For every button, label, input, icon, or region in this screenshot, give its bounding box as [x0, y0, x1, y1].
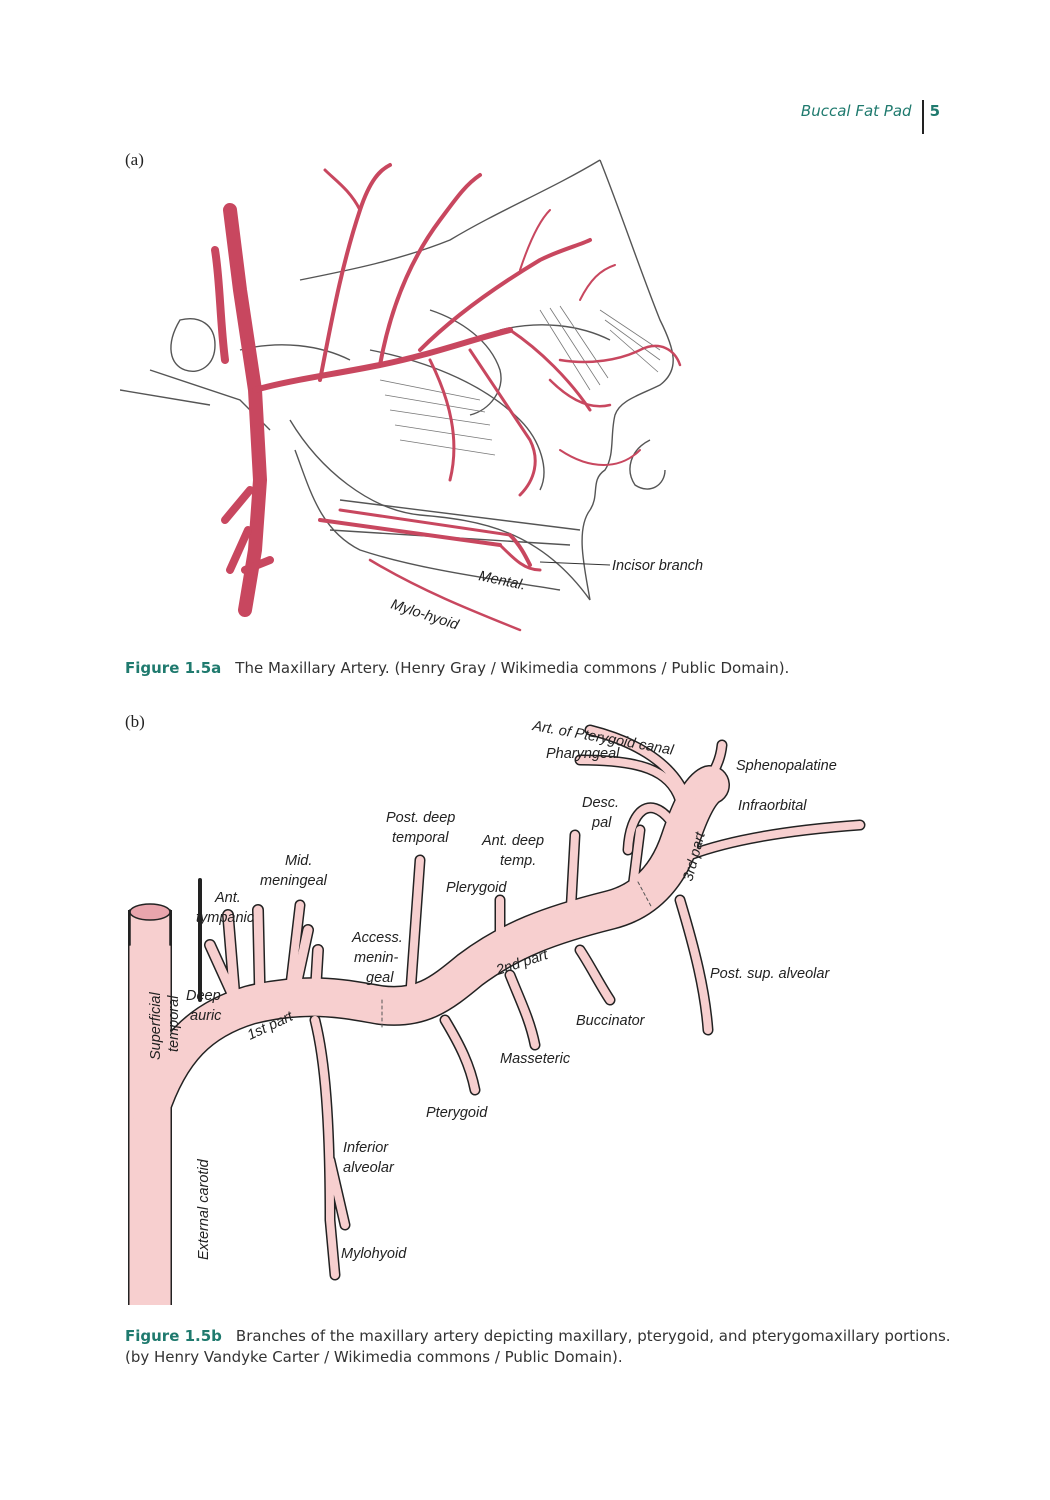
label-buccinator: Buccinator — [576, 1013, 646, 1029]
caption-a-text: The Maxillary Artery. (Henry Gray / Wiki… — [235, 659, 790, 677]
label-plerygoid: Plerygoid — [446, 880, 507, 896]
figure-a-illustration: Incisor branch Mental. Mylo-hyoid — [120, 159, 703, 634]
label-ant-deep-1: Ant. deep — [481, 833, 544, 849]
running-title: Buccal Fat Pad — [800, 102, 912, 120]
caption-b-label: Figure 1.5b — [125, 1327, 222, 1345]
label-mid-meningeal-1: Mid. — [285, 853, 312, 869]
label-superficial: Superficial — [148, 992, 164, 1060]
label-post-sup-alveolar: Post. sup. alveolar — [710, 966, 830, 982]
caption-a: Figure 1.5a The Maxillary Artery. (Henry … — [125, 658, 955, 679]
label-mylohyoid: Mylohyoid — [341, 1246, 407, 1262]
panel-label-a: (a) — [125, 150, 144, 169]
label-desc-pal-1: Desc. — [582, 795, 619, 811]
head-rule — [921, 100, 924, 134]
label-infraorbital: Infraorbital — [738, 798, 807, 814]
page-number: 5 — [929, 102, 940, 120]
label-access-1: Access. — [351, 930, 403, 946]
incisor-leader — [539, 561, 611, 566]
label-masseteric: Masseteric — [500, 1051, 571, 1067]
label-pterygoid: Pterygoid — [426, 1105, 488, 1121]
label-deep-auric-1: Deep — [186, 988, 221, 1004]
label-sphenopalatine: Sphenopalatine — [736, 758, 837, 774]
skull-outline — [120, 159, 674, 601]
figure-b-diagram: Superficial temporal External carotid An… — [128, 718, 866, 1305]
artery-diagram — [128, 724, 866, 1305]
label-ant-tympanic-2: tympanic — [196, 910, 255, 926]
caption-a-label: Figure 1.5a — [125, 659, 222, 677]
label-access-3: geal — [366, 970, 394, 986]
label-temporal: temporal — [166, 995, 182, 1052]
label-deep-auric-2: auric — [190, 1008, 222, 1024]
label-mid-meningeal-2: meningeal — [260, 873, 328, 889]
label-desc-pal-2: pal — [591, 815, 612, 831]
muscle-hatching — [379, 305, 661, 456]
label-ant-deep-2: temp. — [500, 853, 536, 869]
label-external-carotid: External carotid — [196, 1158, 212, 1260]
panel-label-b: (b) — [125, 712, 145, 731]
label-post-deep-1: Post. deep — [386, 810, 455, 826]
running-head: Buccal Fat Pad 5 — [801, 100, 940, 136]
label-access-2: menin- — [354, 950, 398, 966]
label-ant-tympanic-1: Ant. — [214, 890, 241, 906]
label-pharyngeal: Pharyngeal — [546, 746, 620, 762]
artery-network — [211, 163, 682, 632]
label-mental: Mental. — [477, 568, 527, 594]
label-inferior-alveolar-1: Inferior — [343, 1140, 389, 1156]
label-post-deep-2: temporal — [392, 830, 449, 846]
caption-b-text: Branches of the maxillary artery depicti… — [125, 1327, 951, 1366]
label-inferior-alveolar-2: alveolar — [343, 1160, 395, 1176]
label-incisor-branch: Incisor branch — [612, 558, 703, 574]
